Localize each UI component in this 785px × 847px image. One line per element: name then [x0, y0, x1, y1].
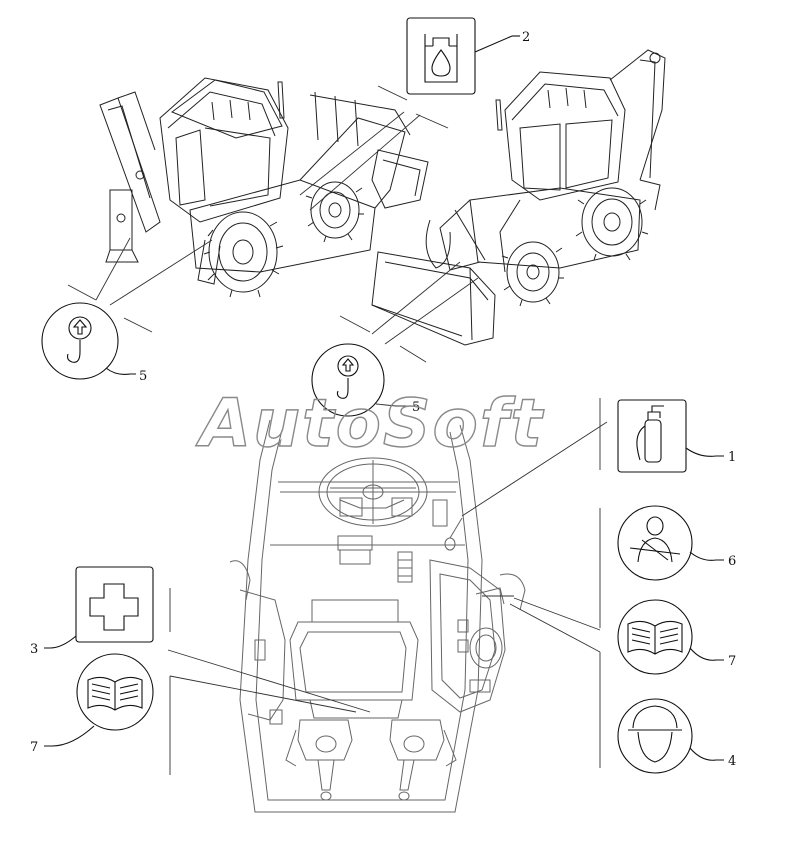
callout-5-center: 5	[412, 400, 420, 415]
callout-numbers: 2 5 5 1 6 7 4 3 7	[30, 30, 736, 769]
callout-7-right: 7	[728, 654, 736, 669]
watermark: AutoSoft	[195, 385, 545, 462]
callout-7-left: 7	[30, 740, 38, 755]
callout-4: 4	[728, 754, 736, 769]
seat-belt-icon	[629, 516, 681, 563]
leader-lines-machines	[67, 85, 479, 363]
lifting-hook-icon	[66, 316, 92, 363]
hard-hat-icon	[628, 705, 682, 763]
callout-6: 6	[728, 554, 736, 569]
lifting-hook-icon	[336, 355, 359, 399]
callout-5-left: 5	[139, 369, 147, 384]
decal-fire-extinguisher	[617, 399, 724, 473]
backhoe-loader-rear-view	[99, 77, 429, 298]
decal-hydraulic-oil	[406, 17, 520, 95]
backhoe-loader-front-view	[371, 49, 666, 346]
decal-lift-point-left	[41, 302, 136, 380]
manual-book-icon	[627, 620, 683, 655]
decal-operator-manual-left	[44, 653, 154, 747]
decal-lift-point-center	[311, 343, 410, 417]
callout-2: 2	[522, 30, 530, 45]
callout-1: 1	[728, 450, 736, 465]
fire-extinguisher-icon	[636, 405, 664, 463]
decal-operator-manual-right	[617, 599, 724, 675]
decal-seat-belt	[617, 505, 724, 581]
manual-book-icon	[87, 676, 143, 711]
leader-lines-cab	[167, 398, 608, 775]
decal-hard-hat	[617, 698, 724, 774]
cab-interior-top-view	[229, 419, 526, 813]
first-aid-cross-icon	[89, 583, 139, 631]
decal-first-aid	[44, 566, 154, 649]
oil-drop-icon	[424, 34, 458, 83]
callout-3: 3	[30, 642, 38, 657]
